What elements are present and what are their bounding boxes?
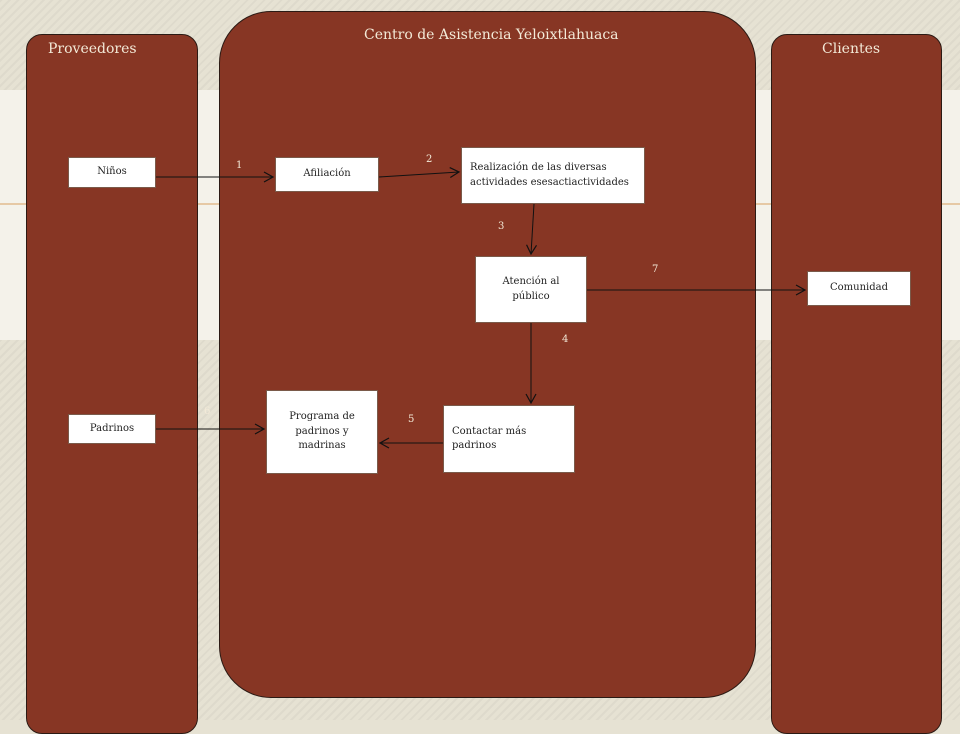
node-padrinos-label: Padrinos	[89, 422, 135, 434]
node-contactar-line1: Contactar más	[452, 425, 527, 437]
node-comunidad: Comunidad	[807, 271, 911, 306]
node-atencion: Atención al público	[475, 256, 587, 323]
node-padrinos: Padrinos	[68, 414, 156, 444]
node-contactar: Contactar más padrinos	[443, 405, 575, 473]
edge-label-6: 6	[204, 406, 211, 417]
edge-label-1: 1	[236, 160, 243, 171]
node-programa: Programa de padrinos y madrinas	[266, 390, 378, 474]
node-programa-line1: Programa de	[289, 411, 355, 423]
lane-proveedores	[26, 34, 198, 734]
node-programa-line2: padrinos y	[295, 425, 349, 437]
node-atencion-line1: Atención al	[502, 276, 560, 287]
arrow-afiliacion-realizacion	[378, 167, 461, 179]
lane-clientes	[771, 34, 942, 734]
edge-label-2: 2	[426, 154, 433, 165]
node-afiliacion: Afiliación	[275, 157, 379, 192]
node-contactar-line2: padrinos	[452, 440, 497, 451]
node-comunidad-label: Comunidad	[830, 282, 888, 294]
edge-label-7: 7	[652, 264, 659, 275]
node-afiliacion-label: Afiliación	[303, 168, 351, 180]
node-ninos: Niños	[68, 157, 156, 188]
node-atencion-line2: público	[512, 290, 550, 302]
edge-label-3: 3	[498, 221, 505, 232]
lane-title-proveedores: Proveedores	[48, 41, 137, 57]
edge-label-4: 4	[562, 334, 569, 345]
node-realizacion-line2: actividades esesactiactividades	[470, 176, 629, 188]
arrow-realizacion-atencion	[526, 203, 538, 256]
node-realizacion: Realización de las diversas actividades …	[461, 147, 645, 204]
node-realizacion-line1: Realización de las diversas	[470, 162, 607, 173]
lane-title-centro: Centro de Asistencia Yeloixtlahuaca	[364, 27, 619, 43]
node-ninos-label: Niños	[97, 166, 127, 178]
node-programa-line3: madrinas	[298, 440, 346, 452]
lane-centro	[219, 11, 756, 698]
edge-label-5: 5	[408, 414, 415, 425]
lane-title-clientes: Clientes	[822, 41, 881, 57]
